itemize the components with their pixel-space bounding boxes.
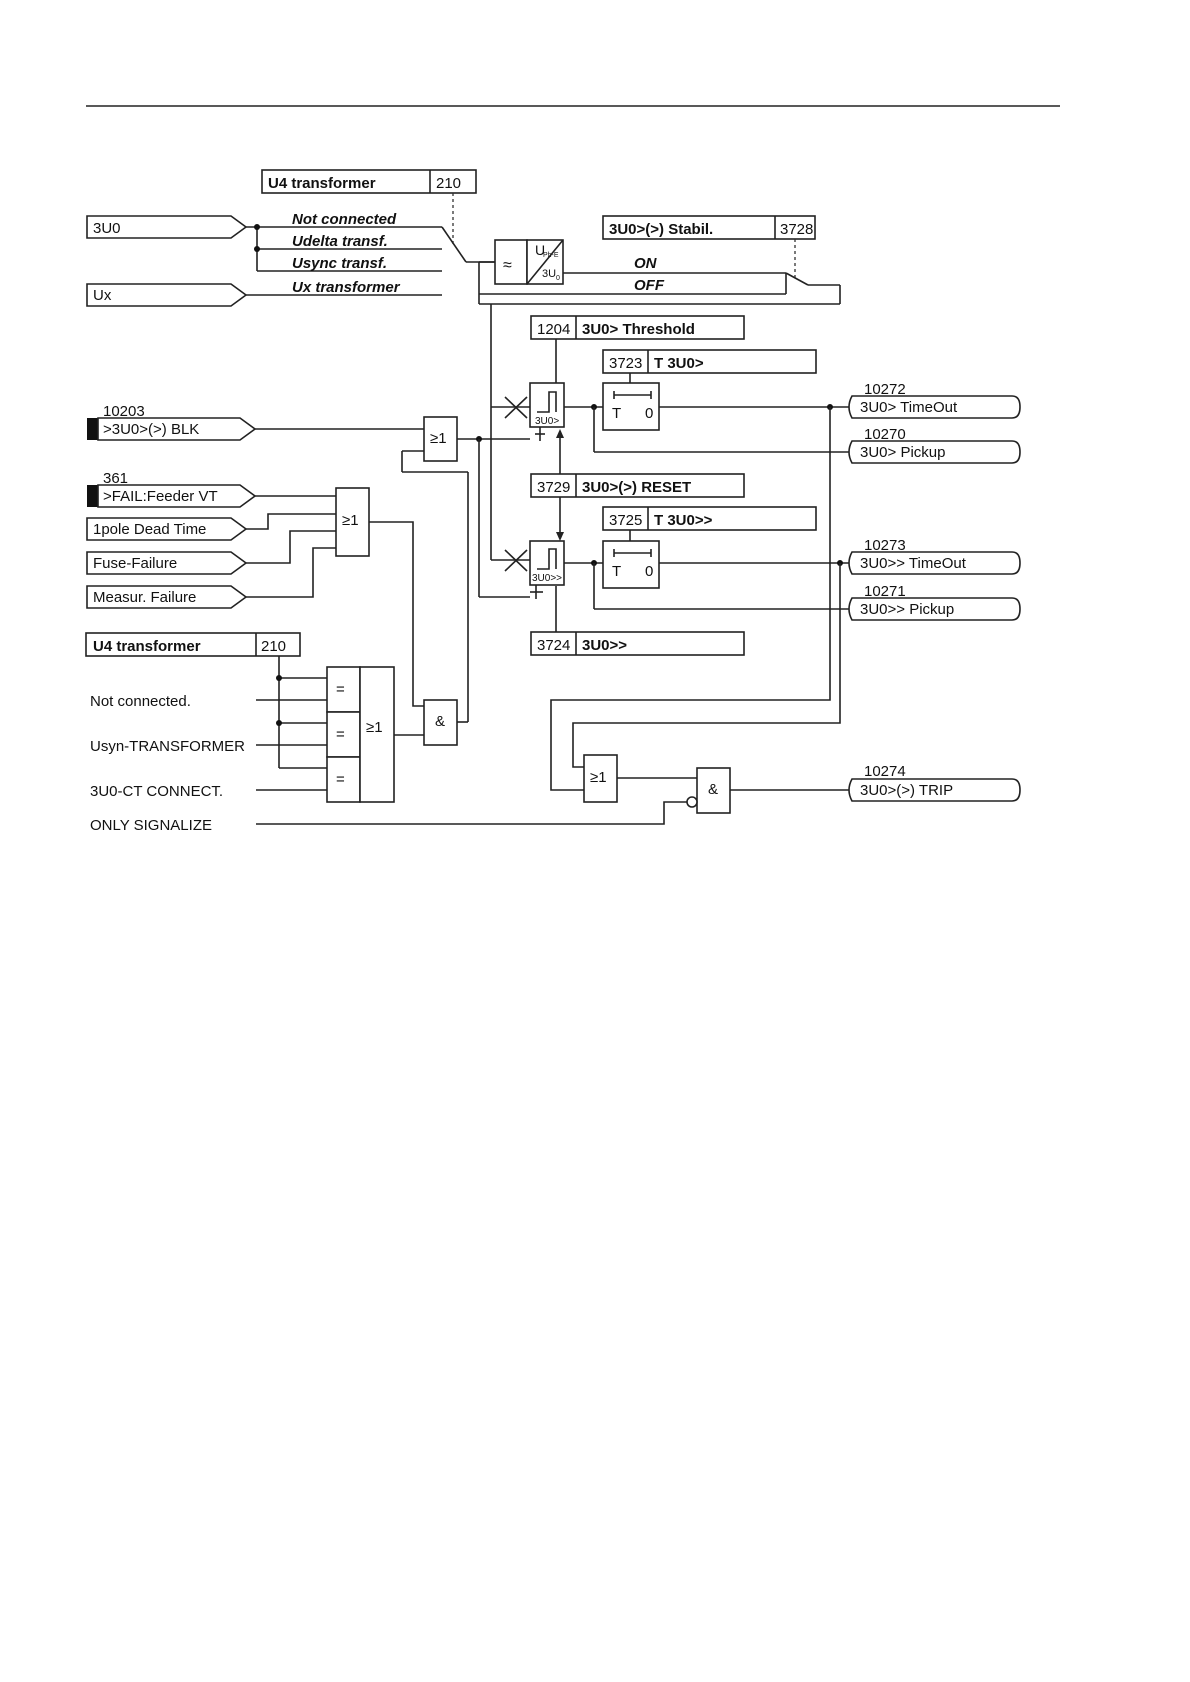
- or-gate-trip: ≥1: [583, 754, 618, 803]
- param-t-3u0: 3723 T 3U0>: [602, 349, 817, 374]
- mode-not-connected: Not connected.: [90, 693, 191, 710]
- param-u4-transformer-bottom: U4 transformer 210: [85, 632, 301, 657]
- input-blk: 10203 >3U0>(>) BLK: [87, 403, 257, 441]
- filter-block: ≈ U Ph-E 3U 0: [494, 239, 564, 285]
- timer-3u0-low: T 0: [602, 382, 660, 431]
- and-gate-trip-label: &: [708, 781, 718, 798]
- param-t-3u0-addr: 3723: [609, 355, 642, 372]
- param-threshold: 1204 3U0> Threshold: [530, 315, 745, 340]
- and-gate-blk-label: &: [435, 713, 445, 730]
- param-threshold-label: 3U0> Threshold: [582, 321, 695, 338]
- param-u4-top-addr: 210: [436, 175, 461, 192]
- or-gate-modes: ≥1: [359, 666, 395, 803]
- param-threshold-high-addr: 3724: [537, 637, 570, 654]
- output-trip: 10274 3U0>(>) TRIP: [848, 763, 1021, 802]
- param-reset: 3729 3U0>(>) RESET: [530, 473, 745, 498]
- comparator-low-label: 3U0>: [535, 416, 559, 427]
- input-measur-failure-label: Measur. Failure: [93, 589, 196, 606]
- eq-gate-2-label: =: [336, 726, 345, 743]
- input-3u0: 3U0: [86, 215, 248, 239]
- comparator-high-label: 3U0>>: [532, 573, 562, 584]
- filter-uphe-sub: Ph-E: [543, 252, 559, 259]
- output-timeout-low-label: 3U0> TimeOut: [860, 399, 958, 416]
- param-t-3u0-high: 3725 T 3U0>>: [602, 506, 817, 531]
- eq-gate-3-label: =: [336, 771, 345, 788]
- param-u4-bottom-label: U4 transformer: [93, 638, 201, 655]
- or-gate-failures: ≥1: [335, 487, 370, 557]
- or-gate-modes-label: ≥1: [366, 719, 383, 736]
- param-u4-top-label: U4 transformer: [268, 175, 376, 192]
- param-t-3u0-label: T 3U0>: [654, 355, 704, 372]
- or-gate-failures-label: ≥1: [342, 512, 359, 529]
- output-pickup-high-num: 10271: [864, 583, 906, 600]
- param-threshold-high-label: 3U0>>: [582, 637, 627, 654]
- or-gate-blk-label: ≥1: [430, 430, 447, 447]
- input-measur-failure: Measur. Failure: [86, 585, 248, 609]
- input-3u0-label: 3U0: [93, 220, 121, 237]
- filter-u0-sub: 0: [556, 275, 560, 282]
- output-timeout-high: 10273 3U0>> TimeOut: [848, 537, 1021, 575]
- mode-3u0-ct-connect: 3U0-CT CONNECT.: [90, 783, 223, 800]
- mode-usyn-transformer: Usyn-TRANSFORMER: [90, 738, 245, 755]
- filter-symbol: ≈: [503, 257, 512, 274]
- filter-uphe: U: [535, 242, 545, 258]
- eq-gate-1-label: =: [336, 681, 345, 698]
- input-blk-label: >3U0>(>) BLK: [103, 421, 199, 438]
- param-u4-bottom-addr: 210: [261, 638, 286, 655]
- param-stabil-label: 3U0>(>) Stabil.: [609, 221, 713, 238]
- switch-opt-udelta: Udelta transf.: [292, 233, 388, 250]
- and-gate-trip: &: [686, 767, 731, 814]
- switch-opt-not-connected: Not connected: [292, 211, 397, 228]
- input-dead-time-label: 1pole Dead Time: [93, 521, 206, 538]
- or-gate-trip-label: ≥1: [590, 769, 607, 786]
- input-fail-vt: 361 >FAIL:Feeder VT: [87, 470, 257, 508]
- param-reset-addr: 3729: [537, 479, 570, 496]
- input-fail-vt-num: 361: [103, 470, 128, 487]
- output-pickup-high: 10271 3U0>> Pickup: [848, 583, 1021, 621]
- output-pickup-low: 10270 3U0> Pickup: [848, 426, 1021, 464]
- output-trip-num: 10274: [864, 763, 906, 780]
- input-ux: Ux: [86, 283, 248, 307]
- output-timeout-low-num: 10272: [864, 381, 906, 398]
- input-dead-time: 1pole Dead Time: [86, 517, 248, 541]
- param-threshold-high: 3724 3U0>>: [530, 631, 745, 656]
- output-timeout-high-label: 3U0>> TimeOut: [860, 555, 967, 572]
- input-ux-label: Ux: [93, 287, 112, 304]
- output-timeout-high-num: 10273: [864, 537, 906, 554]
- and-gate-blk: &: [423, 699, 458, 746]
- switch-opt-ux: Ux transformer: [292, 279, 401, 296]
- input-fail-vt-label: >FAIL:Feeder VT: [103, 488, 218, 505]
- timer-high-t: T: [612, 563, 621, 580]
- filter-u0: 3U: [542, 268, 556, 280]
- output-trip-label: 3U0>(>) TRIP: [860, 782, 953, 799]
- param-stabil: 3U0>(>) Stabil. 3728: [602, 215, 816, 240]
- comparator-3u0-low: 3U0>: [504, 382, 565, 441]
- timer-high-zero: 0: [645, 563, 653, 580]
- param-stabil-addr: 3728: [780, 221, 813, 238]
- onoff-on: ON: [634, 255, 658, 272]
- param-threshold-addr: 1204: [537, 321, 570, 338]
- output-timeout-low: 10272 3U0> TimeOut: [848, 381, 1021, 419]
- input-blk-num: 10203: [103, 403, 145, 420]
- comparator-3u0-high: 3U0>>: [504, 540, 565, 599]
- param-t-3u0-high-addr: 3725: [609, 512, 642, 529]
- switch-opt-usync: Usync transf.: [292, 255, 387, 272]
- output-pickup-low-label: 3U0> Pickup: [860, 444, 945, 461]
- timer-3u0-high: T 0: [602, 540, 660, 589]
- output-pickup-low-num: 10270: [864, 426, 906, 443]
- param-u4-transformer-top: U4 transformer 210: [261, 169, 477, 194]
- timer-low-zero: 0: [645, 405, 653, 422]
- eq-gates: = = =: [326, 666, 361, 803]
- input-fuse-failure: Fuse-Failure: [86, 551, 248, 575]
- output-pickup-high-label: 3U0>> Pickup: [860, 601, 954, 618]
- timer-low-t: T: [612, 405, 621, 422]
- param-reset-label: 3U0>(>) RESET: [582, 479, 691, 496]
- onoff-off: OFF: [634, 277, 665, 294]
- or-gate-blk: ≥1: [423, 416, 458, 462]
- input-fuse-failure-label: Fuse-Failure: [93, 555, 177, 572]
- mode-only-signalize: ONLY SIGNALIZE: [90, 817, 212, 834]
- param-t-3u0-high-label: T 3U0>>: [654, 512, 713, 529]
